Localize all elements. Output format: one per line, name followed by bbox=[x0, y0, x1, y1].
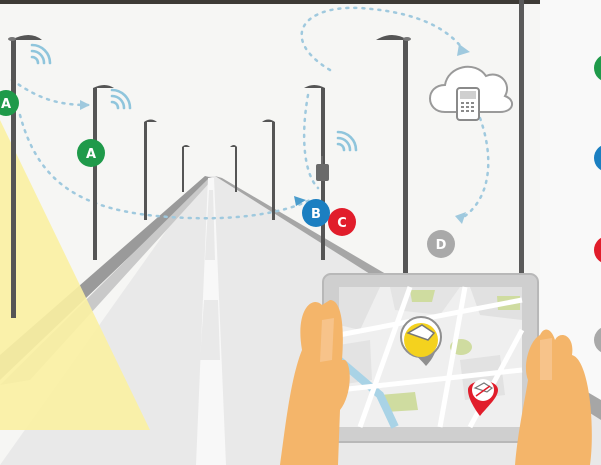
top-border bbox=[0, 0, 601, 4]
marker-b: B bbox=[302, 199, 330, 227]
marker-d-label: D bbox=[436, 238, 447, 253]
tablet bbox=[323, 274, 538, 442]
pole-right bbox=[519, 0, 524, 300]
marker-a-mid: A bbox=[77, 139, 105, 167]
marker-c-label: C bbox=[337, 216, 347, 231]
marker-a-mid-label: A bbox=[86, 147, 96, 162]
sensor-box bbox=[316, 164, 329, 181]
marker-c: C bbox=[328, 208, 356, 236]
marker-d: D bbox=[427, 230, 455, 258]
marker-a-left-label: A bbox=[1, 97, 11, 112]
marker-b-label: B bbox=[311, 207, 321, 222]
phone-icon bbox=[457, 88, 479, 120]
